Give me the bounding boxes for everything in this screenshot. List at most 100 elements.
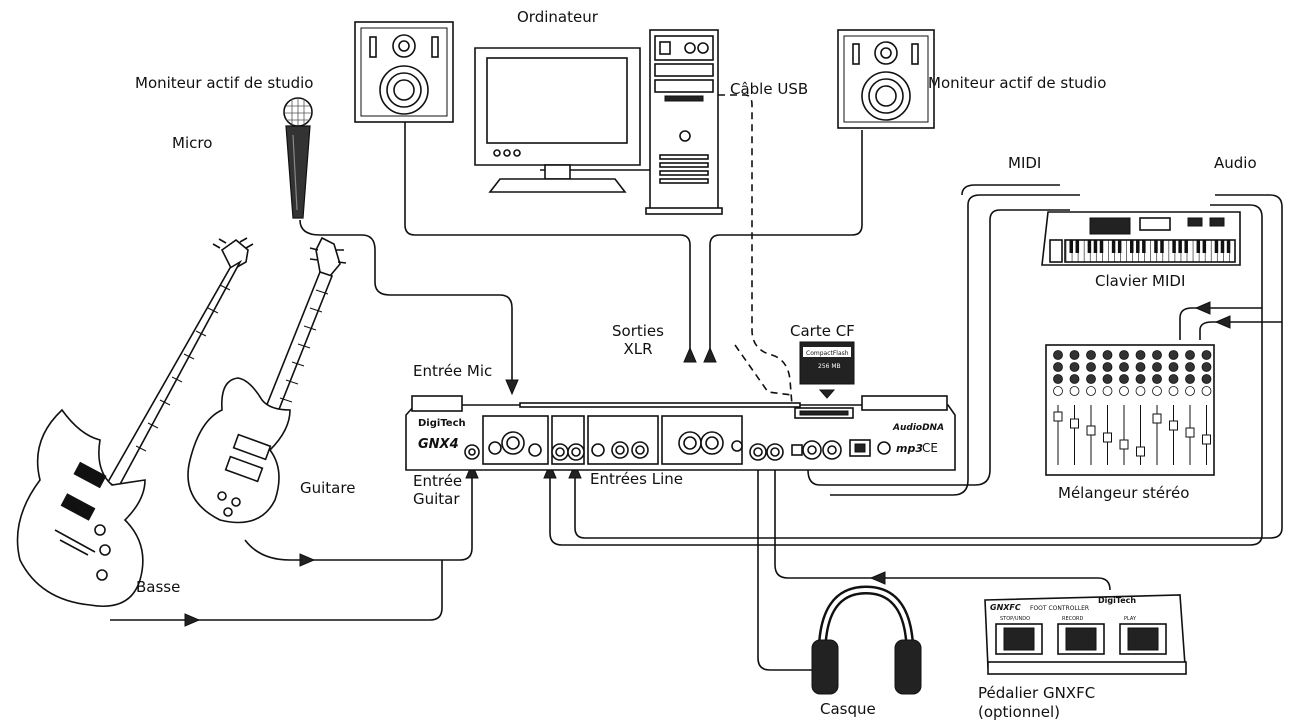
mixer-fader: [1053, 411, 1063, 422]
keyboard-keys: [1065, 240, 1231, 262]
mixer-knob: [1053, 350, 1063, 360]
label-guitar-input: Entrée Guitar: [413, 472, 462, 508]
mixer-knobs: [1053, 350, 1212, 465]
midi-keyboard: [1041, 211, 1241, 266]
mixer-knob: [1135, 362, 1146, 372]
keyboard-black-key: [1087, 240, 1092, 253]
computer: [474, 29, 723, 215]
mixer-knob: [1168, 374, 1179, 384]
mixer-knob: [1086, 362, 1096, 372]
cf-card: CompactFlash 256 MB: [799, 341, 855, 399]
keyboard-black-key: [1075, 240, 1080, 253]
mixer-fader: [1169, 420, 1178, 431]
mixer-fader: [1086, 425, 1096, 436]
label-cf-card: Carte CF: [790, 322, 855, 340]
mixer-knob: [1152, 386, 1162, 396]
keyboard-black-key: [1178, 240, 1182, 253]
stereo-mixer: [1045, 344, 1215, 476]
footswitch-subtitle: FOOT CONTROLLER: [1030, 605, 1089, 612]
footswitch-button-label-1: STOP/UNDO: [1000, 616, 1030, 622]
keyboard-black-key: [1196, 240, 1201, 253]
label-xlr-outputs-line2: XLR: [623, 340, 653, 358]
label-headphones: Casque: [820, 700, 876, 718]
logo-mp3: mp3: [896, 442, 923, 455]
mixer-knob: [1119, 374, 1129, 384]
cf-card-size: 256 MB: [818, 363, 841, 370]
bass-guitar: [16, 237, 254, 607]
mixer-knob: [1102, 362, 1113, 372]
mixer-knob: [1135, 386, 1146, 396]
keyboard-black-key: [1069, 240, 1073, 253]
headphones: [811, 585, 922, 695]
mixer-knob: [1135, 350, 1146, 360]
mixer-knob: [1086, 374, 1096, 384]
mixer-knob: [1168, 350, 1179, 360]
mixer-fader: [1202, 434, 1211, 445]
label-line-inputs: Entrées Line: [590, 470, 684, 488]
keyboard-black-key: [1117, 240, 1122, 253]
electric-guitar: [187, 236, 347, 524]
mixer-knob: [1135, 374, 1146, 384]
label-footswitch: Pédalier GNXFC (optionnel): [978, 684, 1095, 722]
mixer-fader: [1070, 418, 1079, 429]
keyboard-black-key: [1202, 240, 1207, 253]
label-mic-input: Entrée Mic: [413, 362, 493, 380]
mixer-knob: [1185, 362, 1195, 372]
label-guitar-input-line1: Entrée: [413, 472, 463, 490]
keyboard-black-key: [1111, 240, 1116, 253]
mixer-fader: [1185, 427, 1195, 438]
mixer-knob: [1102, 374, 1113, 384]
label-midi-keyboard: Clavier MIDI: [1095, 272, 1186, 290]
device-brand: DigiTech: [418, 418, 466, 429]
keyboard-black-key: [1226, 240, 1231, 253]
microphone: [283, 97, 313, 219]
mixer-knob: [1152, 362, 1162, 372]
mixer-knob: [1185, 350, 1195, 360]
cf-card-text: CompactFlash: [806, 350, 849, 357]
mixer-knob: [1152, 350, 1162, 360]
mixer-knob: [1102, 386, 1113, 396]
logo-ce: CE: [922, 441, 938, 455]
studio-monitor-right: [837, 29, 935, 129]
label-guitar-input-line2: Guitar: [413, 490, 460, 508]
keyboard-black-key: [1099, 240, 1104, 253]
mixer-fader: [1152, 413, 1162, 424]
mixer-knob: [1201, 362, 1212, 372]
footswitch-gnxfc: GNXFC FOOT CONTROLLER DigiTech STOP/UNDO…: [984, 594, 1187, 675]
mixer-knob: [1086, 350, 1096, 360]
keyboard-black-key: [1214, 240, 1219, 253]
mixer-knob: [1069, 362, 1080, 372]
label-monitor-right: Moniteur actif de studio: [928, 74, 1107, 92]
mixer-knob: [1119, 350, 1129, 360]
label-mixer: Mélangeur stéréo: [1058, 484, 1190, 502]
gnx4-back-panel: DigiTech GNX4 AudioDNA mp3 CE: [405, 395, 956, 471]
label-xlr-outputs-line1: Sorties: [612, 322, 664, 340]
mixer-knob: [1201, 374, 1212, 384]
mixer-knob: [1053, 362, 1063, 372]
keyboard-black-key: [1130, 240, 1134, 253]
mixer-knob: [1102, 350, 1113, 360]
mixer-knob: [1168, 362, 1179, 372]
keyboard-black-key: [1184, 240, 1188, 253]
label-xlr-outputs: Sorties XLR: [608, 322, 668, 358]
mixer-knob: [1119, 362, 1129, 372]
keyboard-black-key: [1220, 240, 1225, 253]
label-footswitch-line2: (optionnel): [978, 703, 1061, 721]
keyboard-black-key: [1172, 240, 1176, 253]
footswitch-brand: DigiTech: [1098, 596, 1136, 605]
footswitch-button-label-2: RECORD: [1062, 616, 1084, 622]
logo-audiodna: AudioDNA: [892, 423, 944, 433]
mixer-knob: [1069, 386, 1080, 396]
mixer-knob: [1201, 386, 1212, 396]
label-footswitch-line1: Pédalier GNXFC: [978, 684, 1096, 702]
mixer-knob: [1185, 374, 1195, 384]
label-computer: Ordinateur: [517, 8, 598, 26]
mixer-knob: [1086, 386, 1096, 396]
label-bass: Basse: [136, 578, 181, 596]
keyboard-black-key: [1093, 240, 1098, 253]
mixer-knob: [1069, 350, 1080, 360]
mixer-fader: [1103, 432, 1112, 443]
label-monitor-left: Moniteur actif de studio: [135, 74, 314, 92]
